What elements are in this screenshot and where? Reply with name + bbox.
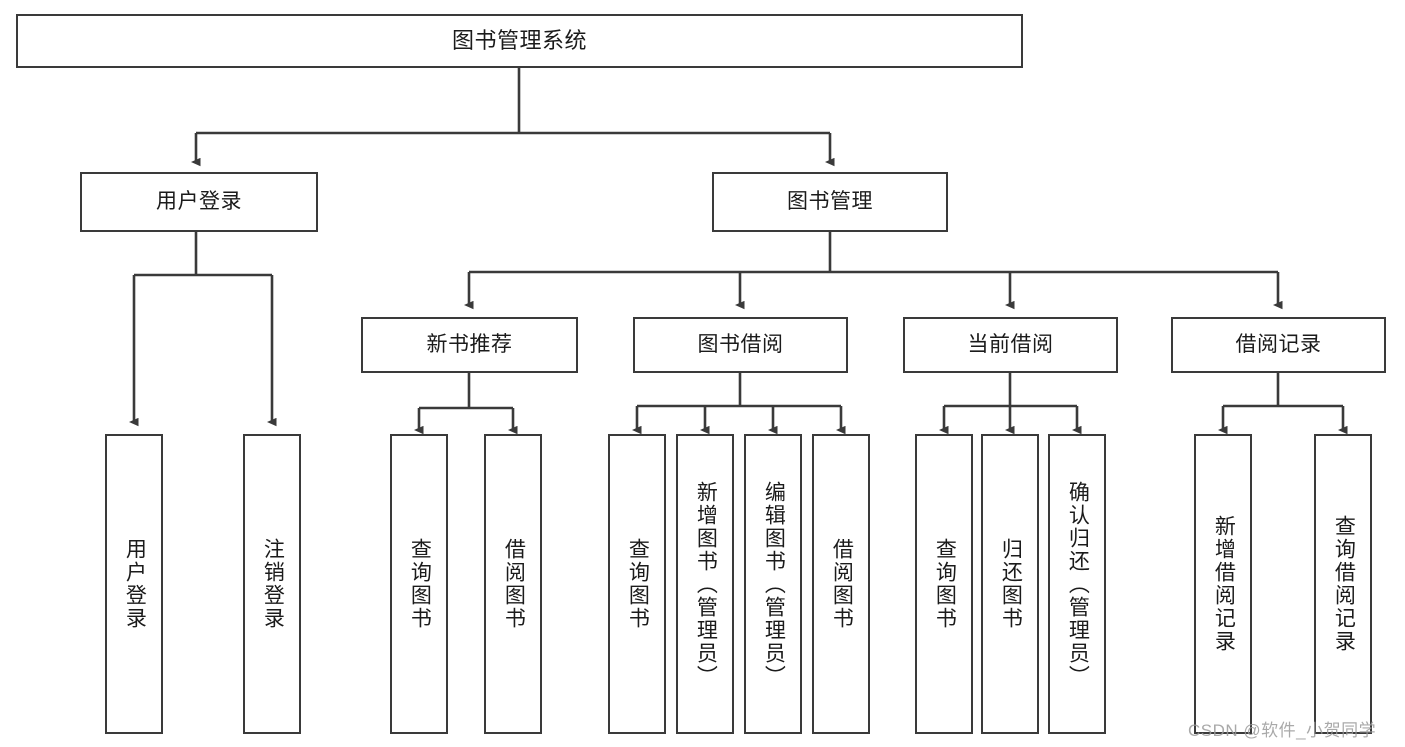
- node-label: 查询图书: [626, 538, 650, 630]
- node-leaf-edit-book-admin[interactable]: 编辑图书（管理员）: [744, 434, 802, 734]
- node-label: 图书管理: [787, 190, 873, 214]
- node-leaf-borrow-book-1[interactable]: 借阅图书: [484, 434, 542, 734]
- node-leaf-query-book-2[interactable]: 查询图书: [608, 434, 666, 734]
- node-leaf-logout-login[interactable]: 注销登录: [243, 434, 301, 734]
- node-label: 图书借阅: [697, 333, 784, 357]
- node-borrow-record[interactable]: 借阅记录: [1171, 317, 1386, 373]
- node-leaf-confirm-return-admin[interactable]: 确认归还（管理员）: [1048, 434, 1106, 734]
- node-current-borrow[interactable]: 当前借阅: [903, 317, 1118, 373]
- node-label: 借阅图书: [830, 538, 854, 630]
- node-new-book-recommend[interactable]: 新书推荐: [361, 317, 578, 373]
- node-leaf-return-book[interactable]: 归还图书: [981, 434, 1039, 734]
- node-label: 借阅记录: [1235, 333, 1322, 357]
- node-root-book-management-system[interactable]: 图书管理系统: [16, 14, 1023, 68]
- node-label: 注销登录: [261, 538, 285, 630]
- node-label: 编辑图书（管理员）: [762, 480, 786, 688]
- node-book-borrow[interactable]: 图书借阅: [633, 317, 848, 373]
- node-label: 借阅图书: [502, 538, 526, 630]
- node-label: 新增借阅记录: [1212, 515, 1236, 653]
- node-leaf-query-borrow-record[interactable]: 查询借阅记录: [1314, 434, 1372, 734]
- node-label: 确认归还（管理员）: [1066, 480, 1090, 688]
- node-leaf-query-book-1[interactable]: 查询图书: [390, 434, 448, 734]
- node-label: 图书管理系统: [451, 27, 587, 53]
- node-label: 新书推荐: [426, 333, 513, 357]
- node-label: 查询图书: [408, 538, 432, 630]
- node-label: 查询图书: [933, 538, 957, 630]
- node-book-management[interactable]: 图书管理: [712, 172, 948, 232]
- node-leaf-user-login[interactable]: 用户登录: [105, 434, 163, 734]
- csdn-watermark: CSDN @软件_小贺同学: [1188, 721, 1377, 740]
- node-label: 归还图书: [999, 538, 1023, 630]
- node-label: 新增图书（管理员）: [694, 480, 718, 688]
- node-label: 用户登录: [123, 538, 147, 630]
- node-leaf-add-borrow-record[interactable]: 新增借阅记录: [1194, 434, 1252, 734]
- node-label: 查询借阅记录: [1332, 515, 1356, 653]
- node-leaf-query-book-3[interactable]: 查询图书: [915, 434, 973, 734]
- node-user-login[interactable]: 用户登录: [80, 172, 318, 232]
- node-label: 用户登录: [156, 190, 242, 214]
- node-label: 当前借阅: [967, 333, 1054, 357]
- node-leaf-add-book-admin[interactable]: 新增图书（管理员）: [676, 434, 734, 734]
- node-leaf-borrow-book-2[interactable]: 借阅图书: [812, 434, 870, 734]
